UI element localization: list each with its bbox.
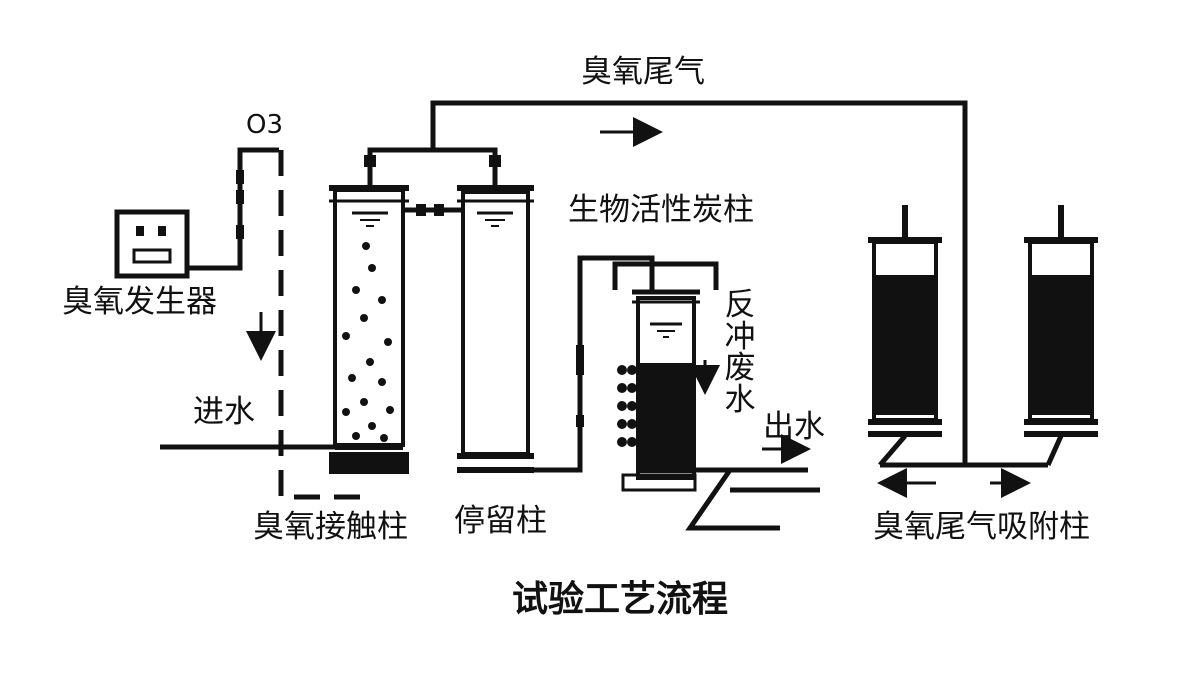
bubble	[378, 378, 386, 386]
retention-column	[457, 185, 534, 473]
label-tail-gas-adsorption-column: 臭氧尾气吸附柱	[873, 509, 1090, 545]
label-ozone-contact-column: 臭氧接触柱	[253, 509, 408, 545]
ozone-dashed-line	[278, 150, 372, 500]
label-inlet-water: 进水	[193, 394, 255, 430]
bubble	[366, 358, 374, 366]
bubble	[386, 406, 394, 414]
label-backwash-wastewater: 反冲废水	[724, 287, 756, 418]
label-outlet-water: 出水	[763, 409, 825, 445]
bubble	[348, 374, 356, 382]
bubble	[384, 338, 392, 346]
outlet-pipes	[685, 467, 820, 531]
connecting-pipes	[367, 100, 1048, 473]
tail-gas-adsorption-column-2	[1024, 205, 1098, 467]
ozone-generator	[114, 147, 279, 279]
label-o3: O3	[246, 110, 284, 140]
bac-sampling-ports	[617, 365, 637, 447]
bac-column	[621, 289, 700, 492]
bubble	[360, 398, 368, 406]
bubble	[352, 286, 360, 294]
bubble	[380, 434, 388, 442]
label-ozone-generator: 臭氧发生器	[62, 284, 217, 320]
label-bac-column: 生物活性炭柱	[568, 192, 754, 228]
bubble	[378, 296, 386, 304]
bubble	[342, 408, 350, 416]
label-ozone-tail-gas: 臭氧尾气	[581, 54, 705, 90]
label-retention-column: 停留柱	[454, 503, 547, 539]
pipe-fittings	[364, 155, 584, 427]
bubble	[368, 422, 376, 430]
bubble	[362, 242, 370, 250]
bubble	[342, 332, 350, 340]
diagram-title: 试验工艺流程	[512, 579, 729, 620]
bubble	[352, 432, 360, 440]
ozone-contact-column	[329, 185, 409, 474]
bubble	[368, 264, 376, 272]
bubble	[360, 314, 368, 322]
ozone-bubbles	[342, 242, 394, 442]
tail-gas-adsorption-column-1	[868, 205, 942, 467]
